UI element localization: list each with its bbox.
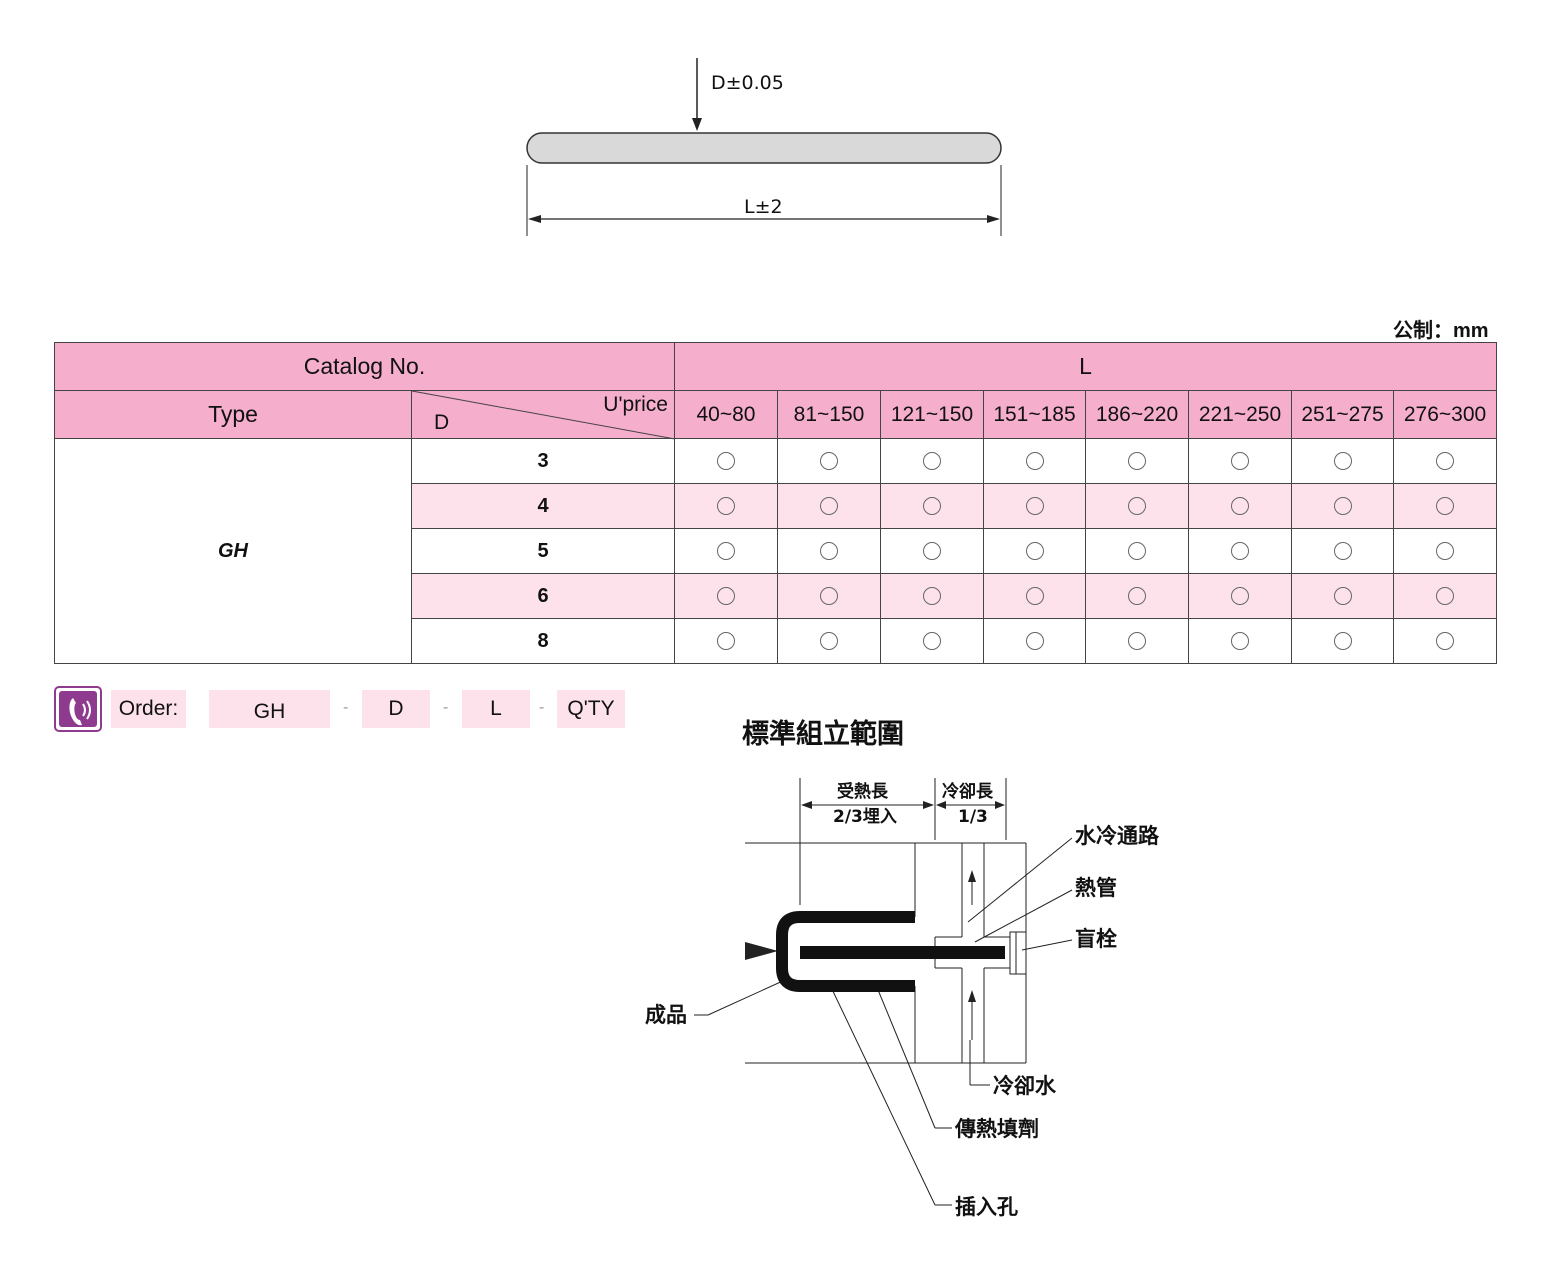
availability-circle [1333, 586, 1352, 605]
heat-filler-label: 傳熱填劑 [954, 1117, 1039, 1141]
range-header: 81~150 [777, 390, 881, 439]
availability-circle [1231, 586, 1249, 605]
availability-circle [1128, 496, 1146, 515]
d-value-cell: 3 [411, 438, 675, 484]
heat-pipe-label: 熱管 [1075, 876, 1117, 900]
availability-circle [1025, 496, 1044, 515]
d-tolerance-label: D±0.05 [711, 72, 784, 94]
catalog-no-header: Catalog No. [54, 342, 675, 391]
phone-icon [54, 686, 102, 732]
table-row: 8 [55, 618, 1498, 664]
d-value-cell: 4 [411, 483, 675, 529]
product-label: 成品 [645, 1003, 687, 1027]
availability-circle [820, 541, 838, 560]
availability-circle [1025, 631, 1044, 650]
availability-circle [717, 586, 735, 605]
uprice-label: U'price [603, 393, 668, 416]
order-separator: - [539, 699, 545, 716]
availability-circle [820, 586, 838, 605]
order-separator: - [443, 699, 449, 716]
availability-circle [717, 541, 735, 560]
availability-circle [1128, 451, 1146, 470]
availability-circle [1231, 451, 1249, 470]
heated-length-label: 受熱長 [837, 781, 889, 802]
availability-circle [1025, 451, 1044, 470]
availability-circle [923, 631, 941, 650]
availability-circle [1436, 496, 1455, 515]
availability-circle [1128, 631, 1146, 650]
cooling-length-label: 冷卻長 [942, 781, 994, 802]
availability-circle [1025, 586, 1044, 605]
blind-plug-label: 盲栓 [1075, 927, 1117, 951]
order-separator: - [343, 699, 349, 716]
availability-circle [1333, 496, 1352, 515]
availability-circle [1436, 586, 1455, 605]
product-shape [776, 911, 915, 992]
pin-dimension-drawing: D±0.05 L±2 [526, 58, 1002, 236]
availability-circle [1128, 541, 1146, 560]
heated-length-sub: 2/3埋入 [833, 807, 897, 827]
availability-circle [717, 631, 735, 650]
range-header: 151~185 [983, 390, 1086, 439]
range-header: 251~275 [1291, 390, 1394, 439]
assembly-title: 標準組立範圍 [742, 719, 904, 750]
range-header: 186~220 [1085, 390, 1189, 439]
l-tolerance-label: L±2 [744, 196, 783, 218]
type-gh-cell: GH [54, 438, 412, 664]
availability-circle [1436, 541, 1455, 560]
availability-circle [1333, 541, 1352, 560]
availability-circle [1333, 451, 1352, 470]
order-part-l: L [462, 690, 530, 728]
unit-label: 公制：mm [1393, 320, 1489, 342]
availability-circle [820, 451, 838, 470]
insert-hole-label: 插入孔 [955, 1195, 1018, 1219]
availability-circle [1333, 631, 1352, 650]
order-part-type: GH [209, 690, 330, 728]
heat-pipe-rod [526, 132, 1002, 164]
availability-circle [923, 541, 941, 560]
water-channel-label: 水冷通路 [1075, 824, 1160, 848]
availability-circle [1436, 631, 1455, 650]
spec-table: Catalog No. L Type U'price D 40~80 81~15… [54, 342, 1498, 664]
type-header: Type [54, 390, 412, 439]
availability-circle [717, 496, 735, 515]
range-header: 121~150 [880, 390, 984, 439]
order-part-qty: Q'TY [557, 690, 625, 728]
d-value-cell: 8 [411, 618, 675, 664]
order-label: Order: [111, 690, 186, 728]
d-label: D [434, 411, 450, 434]
availability-circle [923, 496, 941, 515]
availability-circle [1128, 586, 1146, 605]
availability-circle [820, 631, 838, 650]
l-header: L [673, 342, 1498, 391]
d-value-cell: 5 [411, 528, 675, 574]
availability-circle [1436, 451, 1455, 470]
range-header: 221~250 [1188, 390, 1292, 439]
cooling-length-sub: 1/3 [958, 807, 988, 827]
availability-circle [820, 496, 838, 515]
availability-circle [717, 451, 735, 470]
heat-pipe-shape [800, 946, 1005, 959]
availability-circle [1231, 496, 1249, 515]
table-row: GH 3 [54, 438, 1498, 664]
availability-circle [1231, 541, 1249, 560]
availability-circle [923, 586, 941, 605]
availability-circle [1231, 631, 1249, 650]
order-part-d: D [362, 690, 430, 728]
d-uprice-header: U'price D [411, 390, 676, 440]
cooling-water-label: 冷卻水 [993, 1074, 1057, 1098]
table-row: 5 [55, 528, 1498, 574]
availability-circle [923, 451, 941, 470]
availability-circle [1025, 541, 1044, 560]
